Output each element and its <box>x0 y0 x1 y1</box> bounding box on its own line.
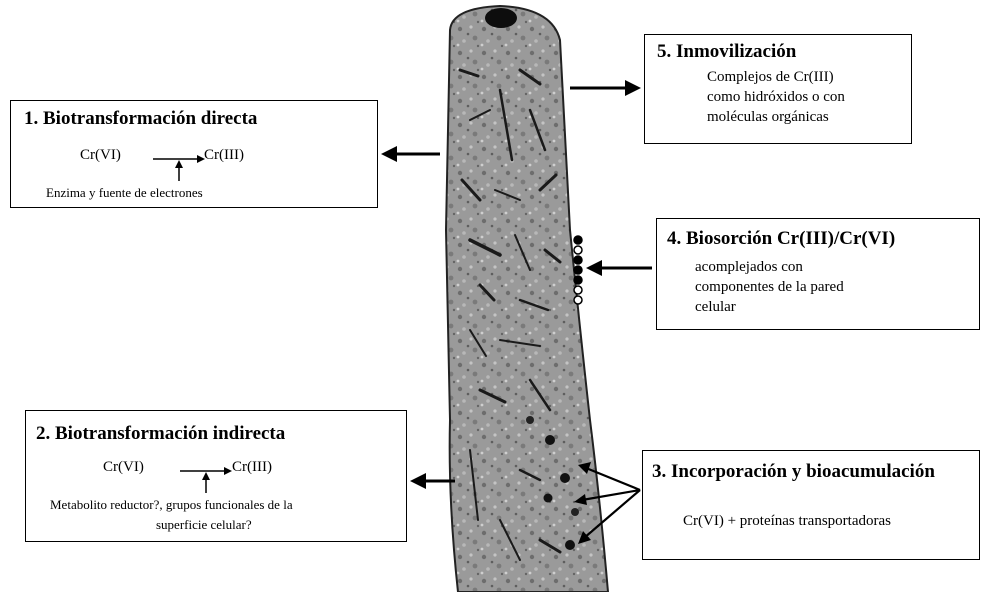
arrow-to-box1-head <box>381 146 397 162</box>
arrow-from-box4-head <box>586 260 602 276</box>
arrows-from-box3 <box>574 462 640 544</box>
arrow-to-box5-head <box>625 80 641 96</box>
arrow-to-box2-head <box>410 473 426 489</box>
